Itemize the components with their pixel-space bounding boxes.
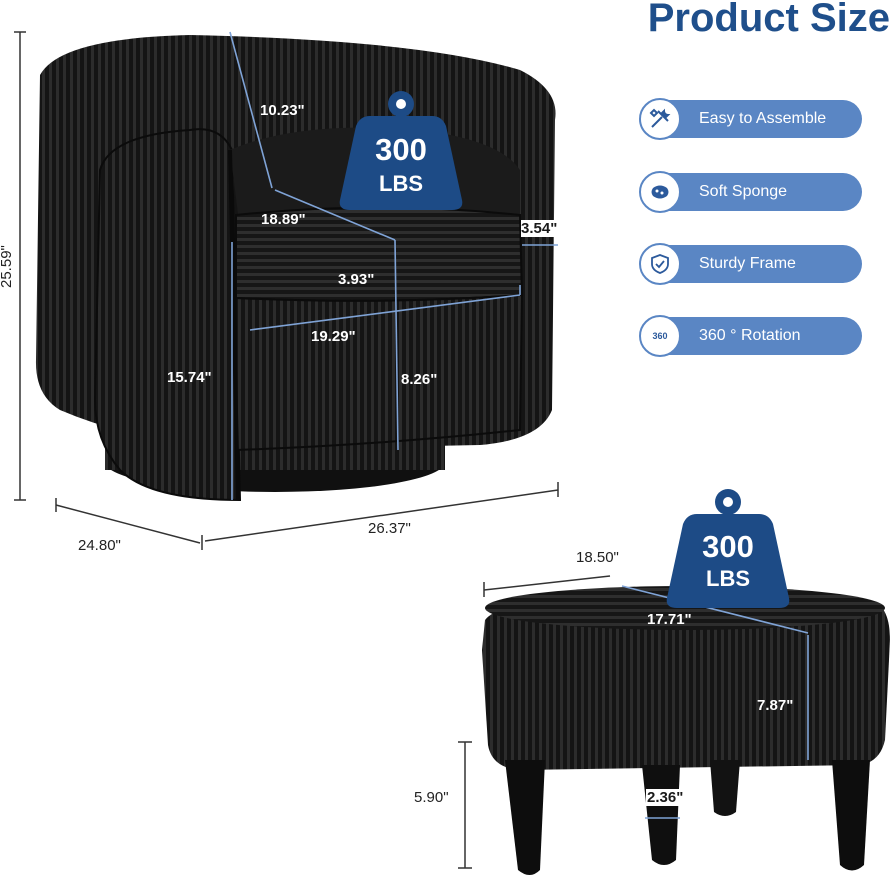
dim-chair-height-total: 25.59"	[0, 245, 15, 288]
ottoman-weight-value: 300	[702, 529, 754, 564]
feature-soft-sponge: Soft Sponge	[639, 171, 862, 213]
dim-front-height: 8.26"	[401, 371, 438, 388]
feature-sturdy-frame: Sturdy Frame	[639, 243, 862, 285]
tools-icon	[639, 98, 681, 140]
chair-weight-unit: LBS	[379, 171, 423, 196]
dim-chair-depth: 24.80"	[78, 537, 121, 554]
dim-cushion-height: 3.93"	[338, 271, 375, 288]
dim-seat-depth: 18.89"	[261, 211, 306, 228]
dim-ottoman-depth: 17.71"	[647, 611, 692, 628]
ottoman-measure-lines	[621, 585, 809, 819]
sponge-icon	[639, 171, 681, 213]
feature-label: Easy to Assemble	[699, 110, 827, 127]
feature-label: Sturdy Frame	[699, 255, 796, 272]
chair-weight-value: 300	[375, 132, 427, 167]
dim-ottoman-leg-height: 5.90"	[414, 789, 449, 806]
dim-ottoman-leg-width: 2.36"	[646, 789, 685, 806]
feature-label: 360 ° Rotation	[699, 327, 801, 344]
ottoman-weight-tag	[666, 489, 790, 608]
ottoman-image	[482, 586, 890, 875]
dim-back-depth: 10.23"	[260, 102, 305, 119]
feature-360-rotation: 360 360 ° Rotation	[639, 315, 862, 357]
feature-easy-assemble: Easy to Assemble	[639, 98, 862, 140]
chair-weight-tag	[339, 91, 463, 210]
rotation-360-icon: 360	[639, 315, 681, 357]
rotation-icon-text: 360	[652, 331, 668, 341]
dim-seat-width: 19.29"	[311, 328, 356, 345]
feature-label: Soft Sponge	[699, 183, 788, 200]
dim-ottoman-body-height: 7.87"	[757, 697, 794, 714]
chair-measure-lines	[229, 31, 558, 500]
outer-dimension-lines	[14, 31, 611, 869]
dim-seat-height: 15.74"	[167, 369, 212, 386]
dim-ottoman-width: 18.50"	[576, 549, 619, 566]
dim-chair-width: 26.37"	[368, 520, 411, 537]
ottoman-weight-unit: LBS	[706, 566, 750, 591]
shield-icon	[639, 243, 681, 285]
page-title: Product Size	[647, 0, 890, 40]
dim-arm-width: 3.54"	[521, 220, 558, 237]
